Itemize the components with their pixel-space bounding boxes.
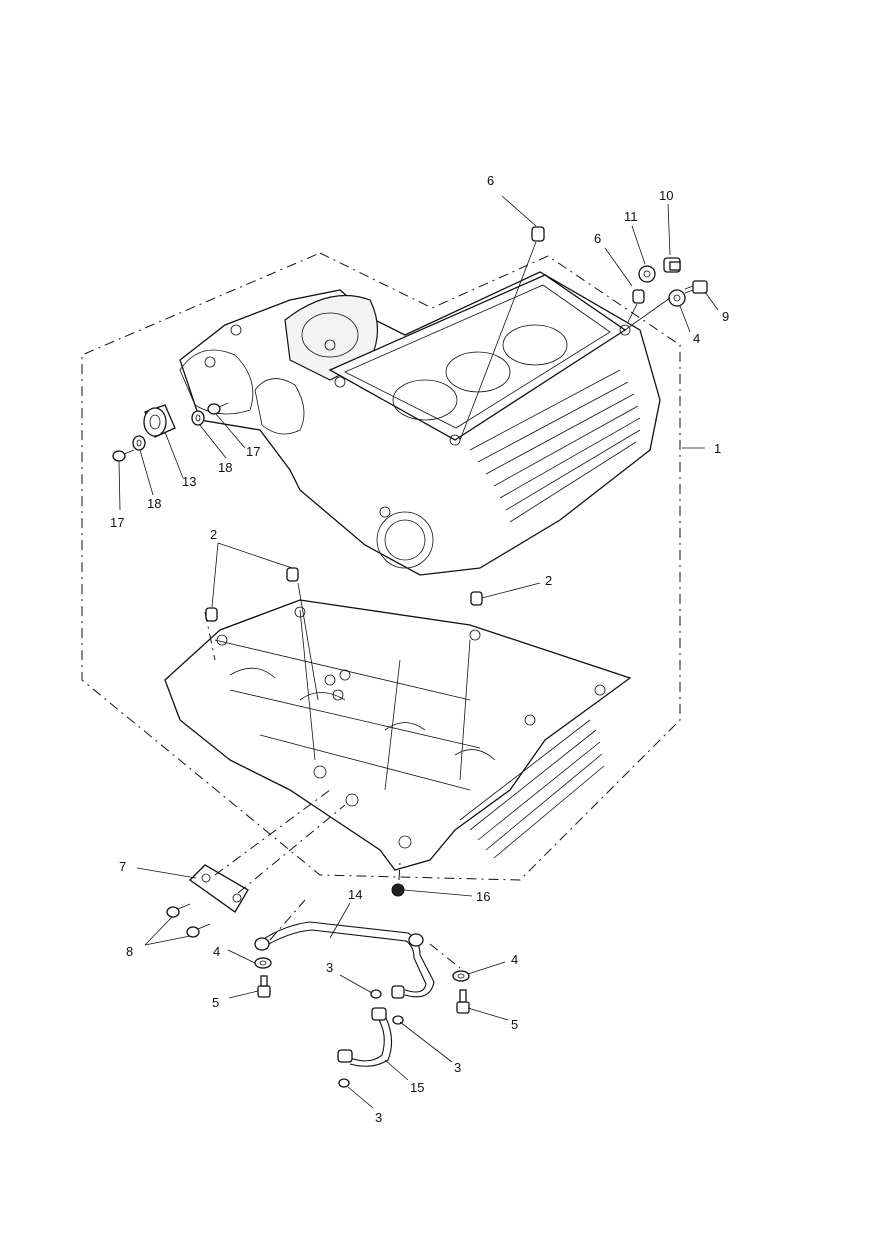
callout-9: 9 [722, 309, 729, 324]
bolt-9 [684, 280, 708, 294]
oil-pipe-15 [337, 1007, 393, 1067]
o-ring-3-a [370, 989, 382, 999]
dowel-6-right [632, 289, 645, 304]
callout-17: 17 [246, 444, 260, 459]
callout-3: 3 [454, 1060, 461, 1075]
bolt-8-b [186, 923, 211, 938]
drain-plug-16 [391, 883, 405, 897]
leader-lines [118, 195, 719, 1109]
bolt-8-a [166, 903, 191, 918]
callout-4: 4 [213, 944, 220, 959]
upper-crankcase [179, 271, 661, 576]
lower-crankcase [164, 599, 632, 871]
callout-2: 2 [210, 527, 217, 542]
washer-18-mid [191, 410, 205, 426]
cover-plate-7 [188, 864, 249, 913]
callout-14: 14 [348, 887, 362, 902]
dowel-2-a [286, 567, 299, 582]
callout-labels: 1 2 2 3 3 3 4 4 4 5 5 6 6 7 8 9 10 11 13… [110, 173, 729, 1125]
screw-17-left [112, 449, 135, 462]
dowel-2-b [205, 607, 218, 622]
callout-4: 4 [511, 952, 518, 967]
callout-5: 5 [212, 995, 219, 1010]
washer-4-top [668, 289, 686, 307]
callout-8: 8 [126, 944, 133, 959]
callout-15: 15 [410, 1080, 424, 1095]
washer-11 [638, 265, 656, 283]
callout-6: 6 [594, 231, 601, 246]
washer-4-right [452, 970, 470, 982]
callout-3: 3 [326, 960, 333, 975]
oil-pipe-14 [254, 921, 435, 999]
callout-10: 10 [659, 188, 673, 203]
callout-13: 13 [182, 474, 196, 489]
callout-2: 2 [545, 573, 552, 588]
callout-7: 7 [119, 859, 126, 874]
dowel-6-top [531, 226, 545, 242]
bolt-5-left [257, 975, 271, 998]
callout-16: 16 [476, 889, 490, 904]
o-ring-3-c [338, 1078, 350, 1088]
callout-5: 5 [511, 1017, 518, 1032]
callout-1: 1 [714, 441, 721, 456]
callout-3: 3 [375, 1110, 382, 1125]
washer-18-left [132, 435, 146, 451]
dowel-2-c [470, 591, 483, 606]
screw-17-mid [207, 402, 229, 415]
callout-18: 18 [147, 496, 161, 511]
callout-11: 11 [624, 209, 638, 224]
bush-13 [143, 404, 176, 438]
callout-6: 6 [487, 173, 494, 188]
callout-17: 17 [110, 515, 124, 530]
washer-4-left [254, 957, 272, 969]
bolt-5-right [456, 989, 470, 1014]
callout-18: 18 [218, 460, 232, 475]
callout-4: 4 [693, 331, 700, 346]
plug-10 [663, 257, 681, 273]
